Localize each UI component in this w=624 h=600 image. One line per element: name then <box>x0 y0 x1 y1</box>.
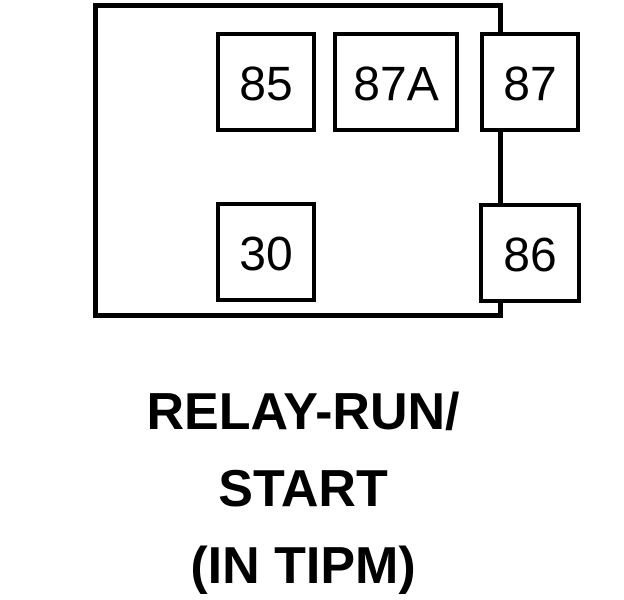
pin-label-86: 86 <box>503 229 557 282</box>
pin-box-85: 85 <box>216 32 316 132</box>
relay-body-outline: 85 87A 87 30 86 <box>93 3 581 318</box>
pin-label-87: 87 <box>503 58 557 111</box>
pin-label-30: 30 <box>239 228 293 281</box>
pin-box-86: 86 <box>479 203 581 303</box>
caption-line-2: START <box>218 460 388 518</box>
pin-box-87a: 87A <box>333 32 459 132</box>
caption-line-3: (IN TIPM) <box>190 537 416 595</box>
caption-line-1: RELAY-RUN/ <box>146 383 460 441</box>
pin-box-30: 30 <box>216 202 316 302</box>
pin-label-85: 85 <box>239 58 293 111</box>
pin-box-87: 87 <box>480 32 580 132</box>
pin-label-87a: 87A <box>353 58 439 111</box>
